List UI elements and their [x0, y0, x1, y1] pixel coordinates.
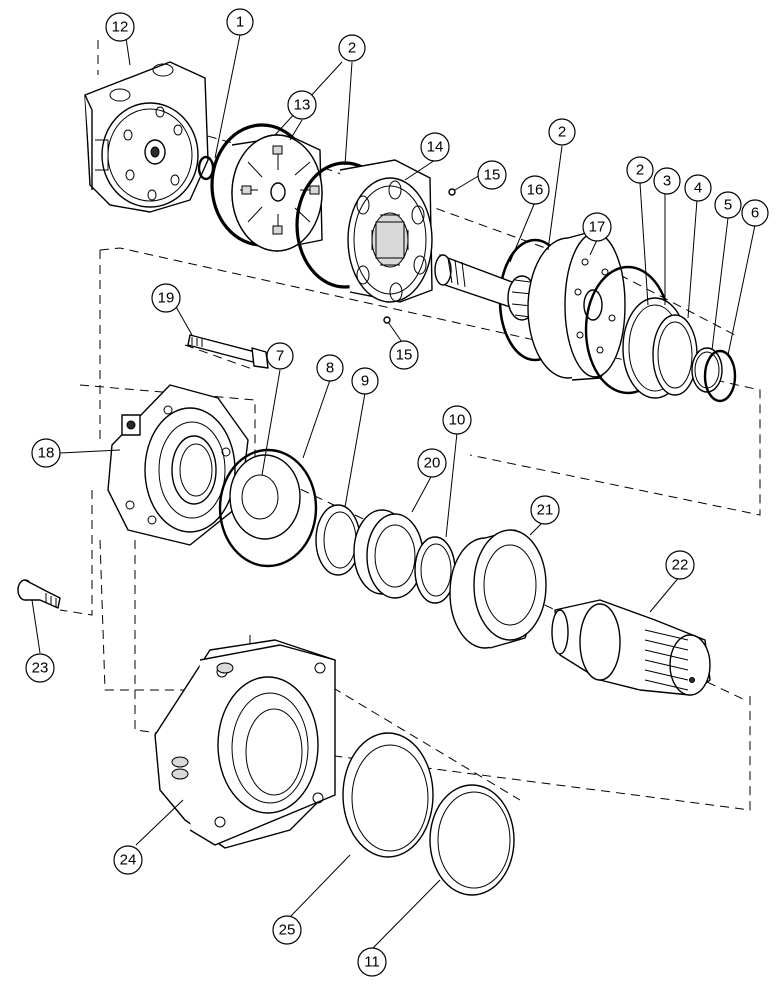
svg-text:15: 15 — [396, 347, 413, 364]
svg-text:2: 2 — [348, 40, 356, 57]
retaining-ring-part-11 — [429, 784, 515, 896]
callout-24: 24 — [113, 845, 143, 875]
svg-text:9: 9 — [361, 373, 369, 390]
housing-part-18 — [107, 384, 249, 546]
callout-18: 18 — [31, 438, 61, 468]
callout-23: 23 — [25, 653, 55, 683]
svg-text:10: 10 — [449, 412, 466, 429]
svg-text:16: 16 — [527, 182, 544, 199]
callout-21: 21 — [530, 495, 560, 525]
callout-25: 25 — [272, 915, 302, 945]
svg-text:21: 21 — [537, 502, 554, 519]
svg-text:24: 24 — [120, 852, 137, 869]
callout-8: 8 — [316, 354, 344, 382]
callout-4: 4 — [684, 174, 712, 202]
svg-text:5: 5 — [724, 197, 732, 214]
svg-text:2: 2 — [636, 162, 644, 179]
mounting-flange-part-24 — [154, 639, 336, 849]
valve-plate-part-13 — [210, 123, 323, 252]
svg-text:20: 20 — [424, 455, 441, 472]
callout-9: 9 — [351, 367, 379, 395]
callout-11: 11 — [357, 947, 387, 977]
pin-part-15-lower — [383, 316, 391, 324]
callout-1: 1 — [226, 8, 254, 36]
callout-2-top: 2 — [338, 34, 366, 62]
svg-text:23: 23 — [32, 660, 49, 677]
svg-text:4: 4 — [694, 180, 702, 197]
callout-20: 20 — [417, 448, 447, 478]
callout-bubbles: 12 1 2 13 14 15 16 2 17 2 3 4 5 6 15 19 … — [25, 8, 769, 977]
output-shaft-part-22 — [551, 599, 711, 696]
svg-text:3: 3 — [663, 173, 671, 190]
svg-text:12: 12 — [112, 19, 129, 36]
callout-17: 17 — [582, 212, 612, 242]
callout-15-top: 15 — [477, 160, 507, 190]
callout-7: 7 — [266, 342, 294, 370]
svg-text:7: 7 — [276, 348, 284, 365]
bearing-part-21 — [449, 529, 547, 649]
seal-part-4 — [652, 314, 698, 396]
callout-15-bottom: 15 — [389, 340, 419, 370]
svg-text:2: 2 — [558, 124, 566, 141]
callout-6: 6 — [741, 199, 769, 227]
svg-text:22: 22 — [672, 557, 689, 574]
callout-22: 22 — [665, 550, 695, 580]
svg-text:1: 1 — [236, 14, 244, 31]
callout-2-right: 2 — [626, 156, 654, 184]
seal-part-9 — [315, 504, 361, 576]
bolt-part-19 — [187, 334, 269, 369]
svg-text:14: 14 — [427, 139, 444, 156]
svg-text:11: 11 — [364, 954, 380, 971]
screw-part-23 — [17, 579, 61, 609]
callout-2-mid: 2 — [548, 118, 576, 146]
gerotor-part-14 — [295, 159, 433, 303]
svg-text:18: 18 — [38, 445, 55, 462]
wear-plate-part-17 — [527, 231, 626, 381]
ring-part-10 — [414, 536, 456, 604]
svg-text:25: 25 — [279, 922, 296, 939]
callout-13: 13 — [287, 90, 317, 120]
end-cover-part-12 — [84, 61, 209, 213]
pin-part-15-upper — [448, 188, 456, 196]
callout-5: 5 — [714, 191, 742, 219]
callout-3: 3 — [653, 167, 681, 195]
callout-12: 12 — [105, 12, 135, 42]
svg-text:8: 8 — [326, 360, 334, 377]
callout-19: 19 — [151, 283, 181, 313]
o-ring-part-6 — [703, 349, 737, 403]
callout-14: 14 — [420, 132, 450, 162]
thrust-washer-part-7 — [229, 454, 301, 540]
bearing-part-20 — [353, 509, 424, 599]
o-ring-part-8 — [218, 448, 318, 568]
seal-part-25 — [342, 732, 434, 858]
callout-10: 10 — [442, 405, 472, 435]
callout-leader-lines — [31, 34, 756, 949]
svg-text:19: 19 — [158, 290, 175, 307]
svg-text:6: 6 — [751, 205, 759, 222]
callout-16: 16 — [520, 175, 550, 205]
svg-text:17: 17 — [589, 219, 606, 236]
svg-text:15: 15 — [484, 167, 501, 184]
svg-text:13: 13 — [294, 97, 311, 114]
